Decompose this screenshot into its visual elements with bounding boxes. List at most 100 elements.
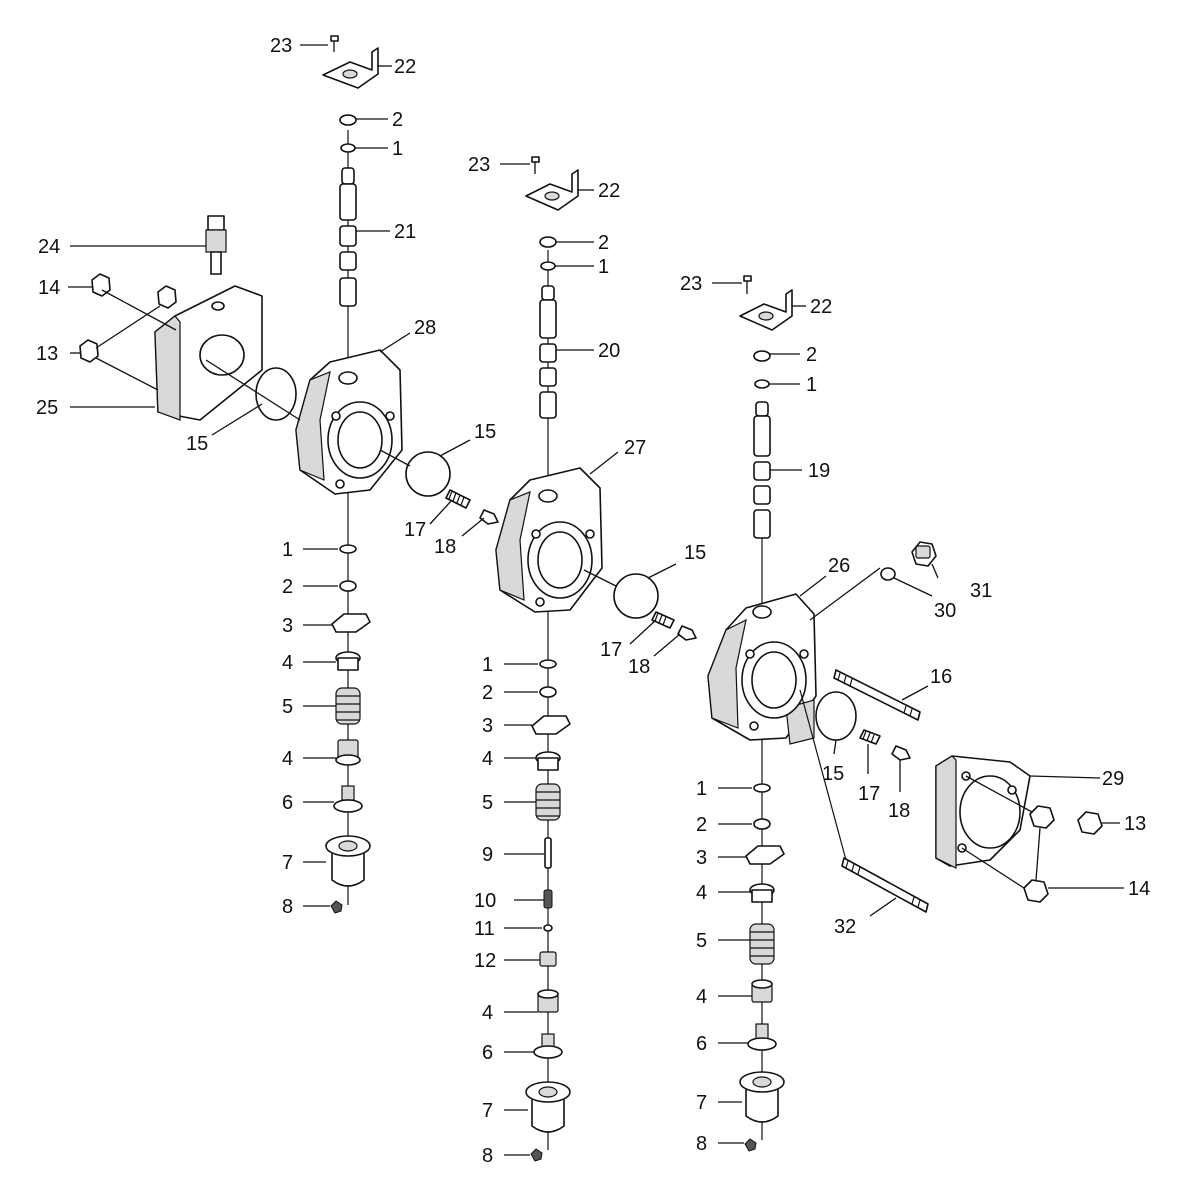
callout-1: 1: [806, 374, 817, 396]
callout-18: 18: [434, 536, 456, 558]
part-22-bracket-right: [739, 289, 793, 331]
callout-23: 23: [270, 35, 292, 57]
callout-20: 20: [598, 340, 620, 362]
callout-10: 10: [474, 890, 496, 912]
callout-labels: 23 22 2 1 21 24 14 13 25 28 15 15 17 18 …: [36, 35, 1150, 1167]
callout-3: 3: [482, 715, 493, 737]
callout-27: 27: [624, 437, 646, 459]
callout-1: 1: [282, 539, 293, 561]
part-13-nut-right-inner: [1029, 805, 1055, 829]
callout-6: 6: [482, 1042, 493, 1064]
callout-17: 17: [404, 519, 426, 541]
callout-5: 5: [282, 696, 293, 718]
part-1-oring-left-top: [340, 143, 356, 153]
part-23-screw-right: [743, 275, 752, 294]
part-15-oring-center: [613, 573, 659, 619]
part-18-plug-center: [677, 625, 697, 641]
callout-3: 3: [282, 615, 293, 637]
callout-22: 22: [810, 296, 832, 318]
callout-2: 2: [282, 576, 293, 598]
callout-26: 26: [828, 555, 850, 577]
callout-32: 32: [834, 916, 856, 938]
part-20-spool: [539, 285, 557, 419]
part-8-nut-center: [530, 1148, 543, 1162]
part-8-nut-left: [330, 900, 343, 914]
part-6-adjuster-center: [533, 1033, 563, 1059]
part-3-plate-left: [331, 613, 371, 633]
part-18-plug-left: [479, 509, 499, 525]
callout-6: 6: [282, 792, 293, 814]
part-14-nut-left: [91, 273, 111, 297]
callout-18: 18: [888, 800, 910, 822]
callout-2: 2: [392, 109, 403, 131]
callout-7: 7: [482, 1100, 493, 1122]
callout-1: 1: [482, 654, 493, 676]
part-21-spool: [339, 167, 357, 307]
part-1-oring-center-top: [540, 261, 556, 271]
callout-16: 16: [930, 666, 952, 688]
callout-14: 14: [38, 277, 60, 299]
callout-24: 24: [38, 236, 60, 258]
part-5-spring-left: [335, 687, 361, 725]
part-16-stud: [833, 669, 921, 721]
right-assembly: [707, 275, 1103, 1152]
callout-21: 21: [394, 221, 416, 243]
part-31-plug: [911, 541, 937, 567]
callout-13: 13: [1124, 813, 1146, 835]
part-2-ring-center-top: [539, 236, 557, 248]
callout-4: 4: [696, 882, 707, 904]
callout-15: 15: [186, 433, 208, 455]
callout-22: 22: [598, 180, 620, 202]
part-26-valve-body: [707, 593, 817, 745]
part-4-seat-right-a: [749, 883, 775, 903]
part-27-valve-body: [495, 467, 603, 613]
callout-15: 15: [684, 542, 706, 564]
part-6-adjuster-right: [747, 1023, 777, 1051]
part-15-oring-left: [255, 367, 297, 421]
part-18-plug-right: [891, 745, 911, 761]
part-2-ring-center-low: [539, 686, 557, 698]
part-15-oring-right: [815, 691, 857, 741]
part-11-ball: [543, 924, 553, 932]
callout-31: 31: [970, 580, 992, 602]
part-1-oring-right-low: [753, 783, 771, 793]
callout-1: 1: [696, 778, 707, 800]
callout-4: 4: [282, 652, 293, 674]
part-2-ring-right-low: [753, 818, 771, 830]
callout-15: 15: [822, 763, 844, 785]
part-23-screw-center: [531, 156, 540, 174]
part-1-oring-center-low: [539, 659, 557, 669]
callout-4: 4: [282, 748, 293, 770]
callout-2: 2: [482, 682, 493, 704]
callout-7: 7: [282, 852, 293, 874]
callout-2: 2: [598, 232, 609, 254]
part-7-cap-left: [325, 835, 371, 887]
part-25-cover-plate: [154, 285, 263, 421]
callout-1: 1: [392, 138, 403, 160]
part-1-oring-right-top: [754, 379, 770, 389]
callout-23: 23: [468, 154, 490, 176]
callout-4: 4: [482, 748, 493, 770]
part-4-seat-center-a: [535, 751, 561, 771]
part-3-plate-center: [531, 715, 571, 735]
part-2-ring-right-top: [753, 350, 771, 362]
callout-25: 25: [36, 397, 58, 419]
part-14-nut-right: [1023, 879, 1049, 903]
part-28-valve-body: [295, 349, 403, 495]
callout-15: 15: [474, 421, 496, 443]
left-assembly: [79, 35, 499, 914]
part-17-spring-right: [859, 729, 881, 745]
part-4-seat-left-b: [335, 739, 361, 766]
callout-3: 3: [696, 847, 707, 869]
callout-14: 14: [1128, 878, 1150, 900]
callout-17: 17: [858, 783, 880, 805]
part-29-end-cover: [935, 755, 1031, 869]
part-7-cap-right: [739, 1071, 785, 1123]
part-10-spring-small: [543, 889, 553, 909]
callout-8: 8: [482, 1145, 493, 1167]
center-assembly: [495, 156, 697, 1162]
callout-1: 1: [598, 256, 609, 278]
callout-30: 30: [934, 600, 956, 622]
callout-9: 9: [482, 844, 493, 866]
part-17-spring-left: [445, 489, 471, 509]
